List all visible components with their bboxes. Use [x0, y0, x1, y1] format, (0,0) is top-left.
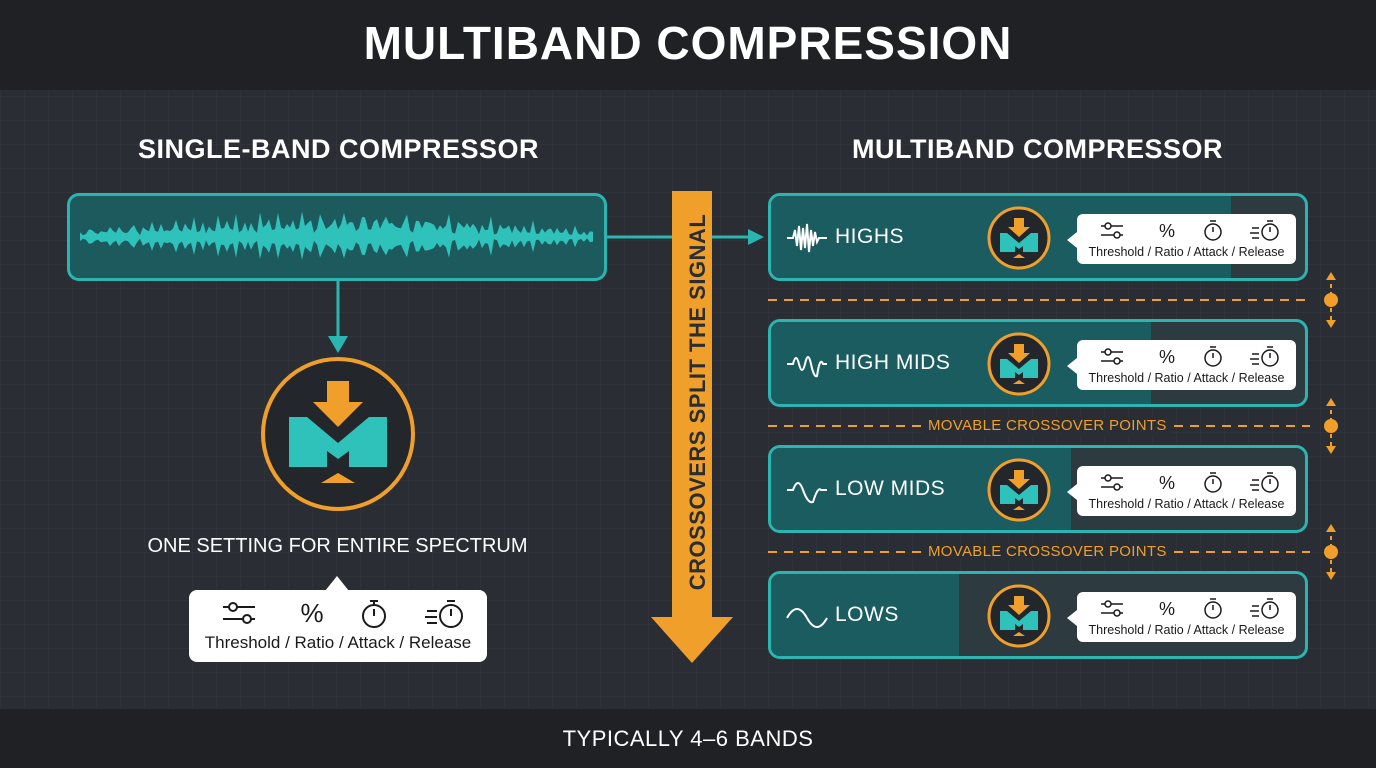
sliders-icon	[1101, 222, 1123, 239]
sliders-icon	[1101, 474, 1123, 491]
footer-note: TYPICALLY 4–6 BANDS	[562, 726, 814, 751]
percent-icon: %	[1159, 473, 1175, 493]
crossover-handle-2[interactable]	[1324, 398, 1338, 454]
percent-icon: %	[1159, 221, 1175, 241]
band-settings-card: % Threshold / Ratio / Attack / Release	[1067, 592, 1296, 642]
settings-icons-row: %	[1101, 346, 1279, 367]
fast-stopwatch-icon	[1250, 598, 1279, 619]
band-settings-card: % Threshold / Ratio / Attack / Release	[1067, 466, 1296, 516]
single-band-caption: ONE SETTING FOR ENTIRE SPECTRUM	[147, 535, 528, 557]
stopwatch-icon	[1204, 598, 1222, 619]
fast-stopwatch-icon	[425, 600, 463, 628]
band-name: HIGHS	[835, 225, 905, 248]
compressor-icon	[261, 357, 415, 511]
band-compressor-icon	[987, 332, 1051, 396]
band-compressor-icon	[987, 584, 1051, 648]
single-band-settings-label: Threshold / Ratio / Attack / Release	[204, 633, 472, 652]
crossover-label-1: MOVABLE CROSSOVER POINTS	[922, 417, 1173, 434]
band-compressor-icon	[987, 458, 1051, 522]
stopwatch-icon	[1204, 346, 1222, 367]
settings-icons-row: %	[1101, 220, 1279, 241]
percent-icon: %	[1159, 347, 1175, 367]
high-frequency-wave-icon	[787, 223, 827, 253]
footer-bar	[0, 709, 1376, 768]
crossover-split-arrow	[651, 191, 733, 663]
band-name: LOW MIDS	[835, 477, 946, 500]
band-settings-label: Threshold / Ratio / Attack / Release	[1088, 623, 1285, 637]
stopwatch-icon	[362, 600, 386, 628]
sliders-icon	[1101, 348, 1123, 365]
band-name: HIGH MIDS	[835, 351, 951, 374]
percent-icon: %	[1159, 599, 1175, 619]
band-name: LOWS	[835, 603, 899, 626]
high-mid-wave-icon	[787, 356, 827, 378]
settings-icons-row: %	[1101, 472, 1279, 493]
percent-icon: %	[300, 598, 323, 628]
band-settings-card: % Threshold / Ratio / Attack / Release	[1067, 340, 1296, 390]
crossover-label-2: MOVABLE CROSSOVER POINTS	[922, 543, 1173, 560]
band-compressor-icon	[987, 206, 1051, 270]
fast-stopwatch-icon	[1250, 346, 1279, 367]
band-settings-card: % Threshold / Ratio / Attack / Release	[1067, 214, 1296, 264]
multiband-heading: MULTIBAND COMPRESSOR	[852, 134, 1223, 164]
down-connector-arrowhead	[328, 336, 348, 353]
band-4-box[interactable]: LOWS% Threshold / Ratio / Attack / Releas…	[768, 571, 1308, 659]
fast-stopwatch-icon	[1250, 472, 1279, 493]
split-signal-label: CROSSOVERS SPLIT THE SIGNAL	[685, 213, 710, 591]
band-settings-label: Threshold / Ratio / Attack / Release	[1088, 371, 1285, 385]
sliders-icon	[223, 602, 255, 624]
band-1-box[interactable]: HIGHS% Threshold / Ratio / Attack / Relea…	[768, 193, 1308, 281]
single-band-settings-card: % Threshold / Ratio / Attack / Release	[189, 576, 487, 662]
sliders-icon	[1101, 600, 1123, 617]
audio-waveform-icon	[80, 211, 593, 260]
single-band-heading: SINGLE-BAND COMPRESSOR	[138, 134, 540, 164]
band-3-box[interactable]: LOW MIDS% Threshold / Ratio / Attack / Re…	[768, 445, 1308, 533]
settings-icons-row: %	[1101, 598, 1279, 619]
band-settings-label: Threshold / Ratio / Attack / Release	[1088, 245, 1285, 259]
crossover-handle-3[interactable]	[1324, 524, 1338, 580]
full-spectrum-waveform-box	[67, 193, 607, 281]
crossover-handle-1[interactable]	[1324, 272, 1338, 328]
title-bar	[0, 0, 1376, 90]
low-frequency-wave-icon	[786, 608, 828, 628]
page-title: MULTIBAND COMPRESSION	[363, 17, 1013, 69]
band-settings-label: Threshold / Ratio / Attack / Release	[1088, 497, 1285, 511]
signal-arrowhead	[748, 229, 764, 245]
low-mid-wave-icon	[787, 482, 827, 504]
band-2-box[interactable]: HIGH MIDS% Threshold / Ratio / Attack / R…	[768, 319, 1308, 407]
stopwatch-icon	[1204, 220, 1222, 241]
stopwatch-icon	[1204, 472, 1222, 493]
fast-stopwatch-icon	[1250, 220, 1279, 241]
settings-icons-row: %	[223, 598, 463, 628]
band-level-fill	[771, 574, 959, 656]
